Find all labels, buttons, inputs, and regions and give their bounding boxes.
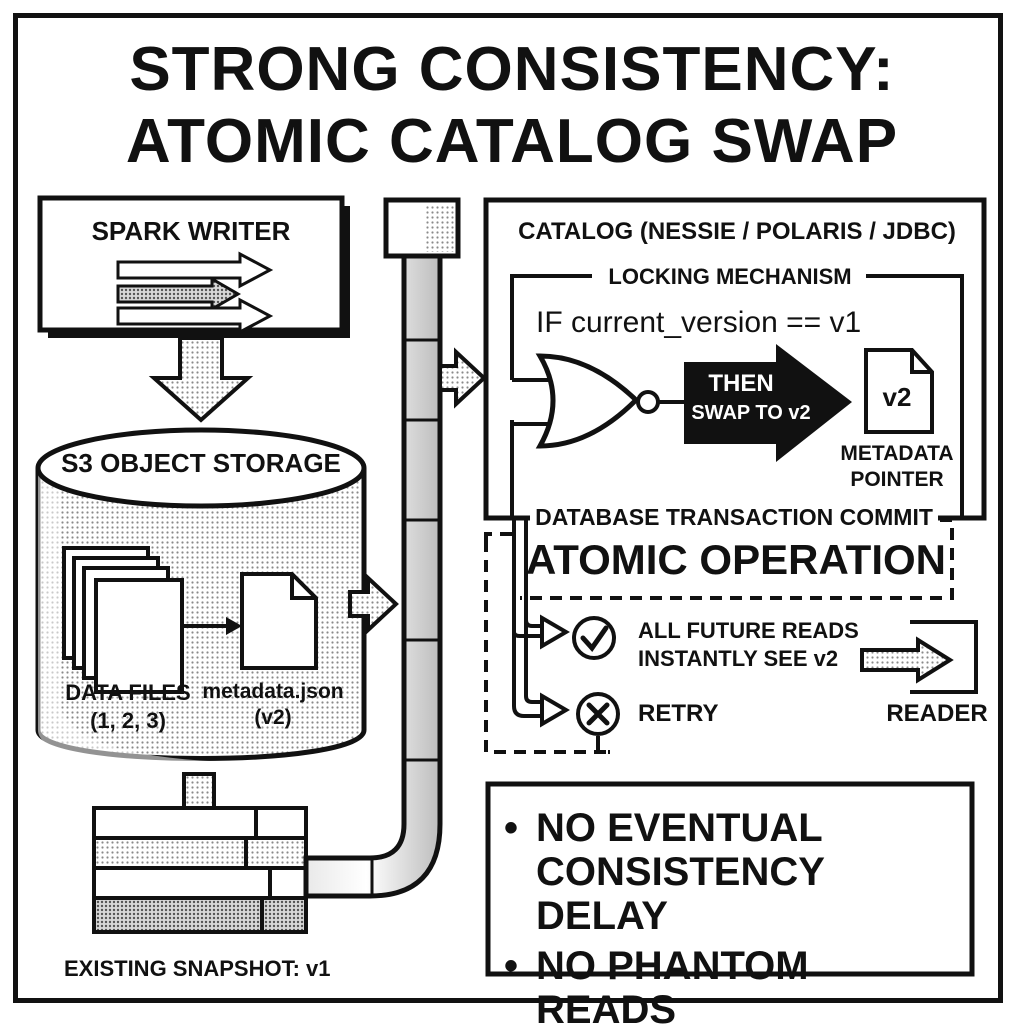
- spark-writer-box: [37, 195, 350, 338]
- outer-frame: [13, 13, 1003, 1003]
- then-label: THEN: [708, 370, 774, 397]
- reader-box: [910, 620, 978, 694]
- then-swap-arrow: [684, 344, 852, 462]
- s3-storage-label: S3 OBJECT STORAGE: [61, 448, 341, 478]
- x-circle-icon: [576, 692, 620, 736]
- atomic-region-border: [484, 540, 610, 754]
- snapshot-label: EXISTING SNAPSHOT: v1: [64, 956, 331, 981]
- bullet-icon: •: [504, 806, 519, 850]
- page-title-line-1: STRONG CONSISTENCY:: [129, 35, 895, 104]
- check-circle-icon: [572, 616, 616, 660]
- reads-to-reader-arrow: [860, 636, 954, 684]
- spark-writer-label: SPARK WRITER: [91, 216, 291, 246]
- retry-label: RETRY: [638, 700, 719, 727]
- data-files-label: DATA FILES: [65, 680, 191, 705]
- metadata-pointer-doc-icon: [864, 348, 934, 434]
- branch-arrows: [512, 520, 600, 752]
- reader-label: READER: [886, 700, 988, 727]
- pipe-to-catalog-arrow: [438, 347, 487, 409]
- guarantee-item: • NO PHANTOM READS: [504, 944, 964, 1032]
- metadata-file-icon: [240, 572, 318, 670]
- transfer-pipe: [303, 197, 461, 899]
- snapshot-stack: [92, 806, 308, 934]
- atomic-operation-label: ATOMIC OPERATION: [526, 536, 946, 583]
- data-files-icon: [62, 546, 184, 694]
- guarantees-list: • NO EVENTUAL CONSISTENCY DELAY • NO PHA…: [504, 806, 964, 1032]
- guarantee-text: NO PHANTOM READS: [536, 944, 809, 1032]
- swap-label: SWAP TO v2: [691, 402, 811, 424]
- down-arrow-icon: [148, 336, 254, 423]
- pointer-version: v2: [882, 382, 912, 412]
- guarantees-box: [485, 781, 975, 977]
- metadata-file-version: (v2): [254, 706, 292, 729]
- catalog-title: CATALOG (NESSIE / POLARIS / JDBC): [518, 218, 956, 245]
- pointer-label-line-2: POINTER: [850, 468, 944, 491]
- storage-to-pipe-arrow: [348, 573, 399, 635]
- pointer-label-line-1: METADATA: [840, 442, 954, 465]
- snapshot-stem: [182, 772, 216, 812]
- success-line-1: ALL FUTURE READS: [638, 618, 859, 643]
- swap-condition: IF current_version == v1: [536, 306, 862, 339]
- commit-label: DATABASE TRANSACTION COMMIT: [530, 504, 938, 531]
- guarantee-text: NO EVENTUAL CONSISTENCY DELAY: [536, 806, 825, 938]
- bullet-icon: •: [504, 944, 519, 988]
- data-files-ids: (1, 2, 3): [90, 708, 166, 733]
- write-arrows-icon: [116, 251, 274, 335]
- locking-box-border: [510, 274, 592, 380]
- guarantee-item: • NO EVENTUAL CONSISTENCY DELAY: [504, 806, 964, 938]
- success-line-2: INSTANTLY SEE v2: [638, 646, 839, 671]
- page-title-line-2: ATOMIC CATALOG SWAP: [125, 107, 899, 176]
- metadata-file-label: metadata.json: [202, 680, 344, 703]
- nor-gate-icon: [512, 353, 688, 449]
- locking-mechanism-label: LOCKING MECHANISM: [598, 264, 862, 290]
